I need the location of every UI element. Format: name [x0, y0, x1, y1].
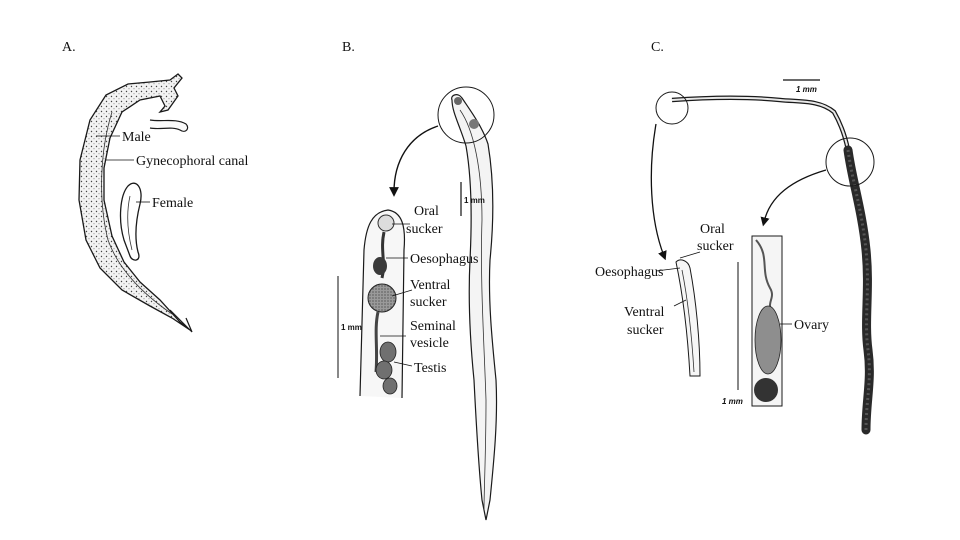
detail-ventral-sucker — [368, 284, 396, 312]
scale-label-whole-c: 1 mm — [796, 85, 817, 94]
label-b-ventral-1: Ventral — [410, 278, 451, 293]
female-worm-upper — [150, 120, 188, 131]
detail-testis-3 — [383, 378, 397, 394]
label-b-oral-2: sucker — [406, 222, 443, 237]
label-c-ventral-1: Ventral — [624, 305, 665, 320]
label-c-ovary: Ovary — [794, 318, 829, 333]
head-circle-c — [656, 92, 688, 124]
scale-label-detail-c: 1 mm — [722, 397, 743, 406]
label-b-oral-1: Oral — [414, 204, 439, 219]
label-c-oral-1: Oral — [700, 222, 725, 237]
label-c-ventral-2: sucker — [627, 323, 664, 338]
panel-a: A. Male Gynecophoral canal Female — [62, 40, 248, 332]
panel-c: C. 1 mm 1 mm Oral sucker Oesophagus Vent… — [595, 40, 874, 430]
whole-oral-sucker — [454, 97, 462, 105]
female-worm-lower — [121, 183, 142, 260]
detail-oral-sucker — [378, 215, 394, 231]
ovary-shape — [755, 306, 781, 374]
zoom-arrow — [394, 126, 438, 192]
label-b-seminal-2: vesicle — [410, 336, 449, 351]
panel-b-letter: B. — [342, 40, 355, 55]
panel-b: B. 1 mm 1 mm Oral sucker Oesophagus — [338, 40, 497, 520]
label-male: Male — [122, 130, 151, 145]
label-b-seminal-1: Seminal — [410, 319, 456, 334]
panel-a-letter: A. — [62, 40, 76, 55]
female-head-detail — [676, 260, 700, 376]
label-b-testis: Testis — [414, 361, 446, 376]
arrow-c-head — [651, 124, 664, 256]
arrow-c-ovary — [764, 170, 826, 222]
detail-testis-2 — [376, 361, 392, 379]
label-c-oesophagus: Oesophagus — [595, 265, 663, 280]
male-tail — [170, 310, 192, 332]
female-whole-anterior-core — [672, 98, 848, 150]
detail-gland — [373, 257, 387, 275]
detail-testis-1 — [380, 342, 396, 362]
ovary-posterior-gland — [754, 378, 778, 402]
label-b-oesophagus: Oesophagus — [410, 252, 478, 267]
detail-seminal-vesicle — [376, 312, 378, 372]
label-c-oral-2: sucker — [697, 239, 734, 254]
panel-c-letter: C. — [651, 40, 664, 55]
whole-ventral-sucker — [469, 119, 479, 129]
male-whole-worm — [452, 95, 497, 520]
label-gynecophoral-canal: Gynecophoral canal — [136, 154, 248, 169]
scale-label-whole: 1 mm — [464, 196, 485, 205]
label-b-ventral-2: sucker — [410, 295, 447, 310]
label-female: Female — [152, 196, 193, 211]
scale-label-detail: 1 mm — [341, 323, 362, 332]
leader-c-oral — [680, 252, 700, 258]
